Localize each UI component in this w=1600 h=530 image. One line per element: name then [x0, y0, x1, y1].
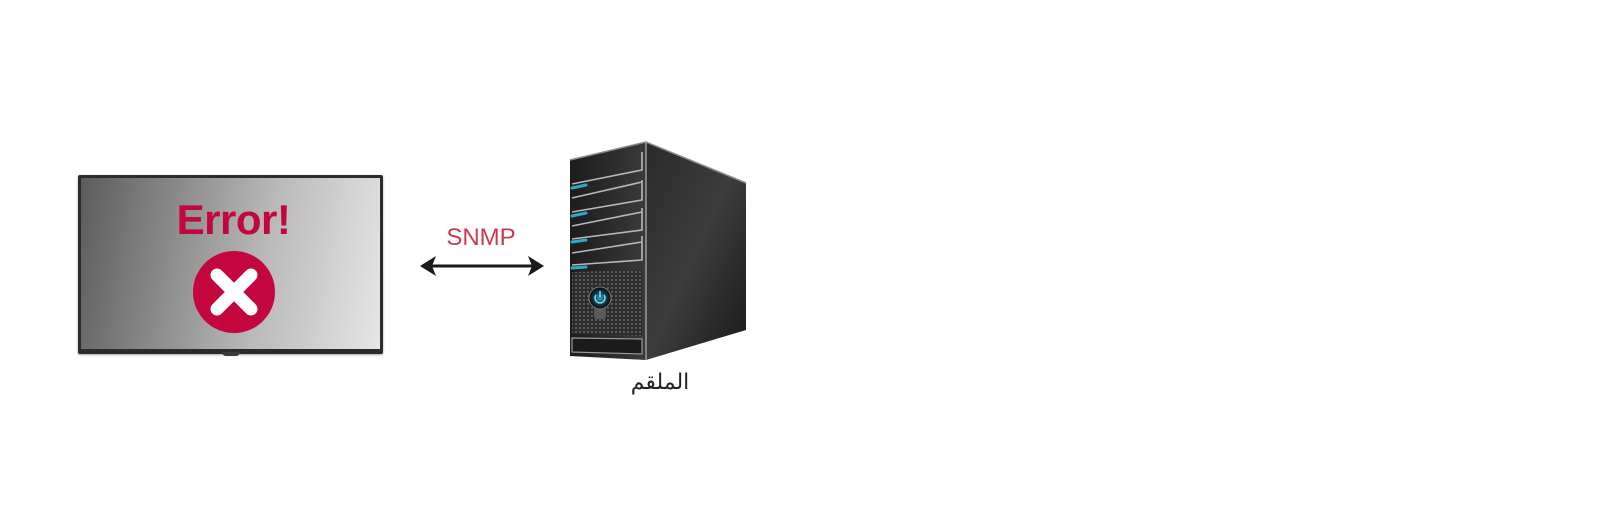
- bidirectional-arrow-icon: [418, 255, 546, 283]
- x-circle-icon: [193, 251, 275, 333]
- display-monitor: Error!: [78, 175, 383, 354]
- display-screen: Error!: [81, 178, 380, 349]
- server-label: الملقم: [630, 370, 690, 395]
- display-stand-logo: [222, 352, 240, 356]
- error-title: Error!: [176, 196, 291, 243]
- snmp-label: SNMP: [446, 224, 516, 251]
- server-tower-icon: [566, 138, 751, 367]
